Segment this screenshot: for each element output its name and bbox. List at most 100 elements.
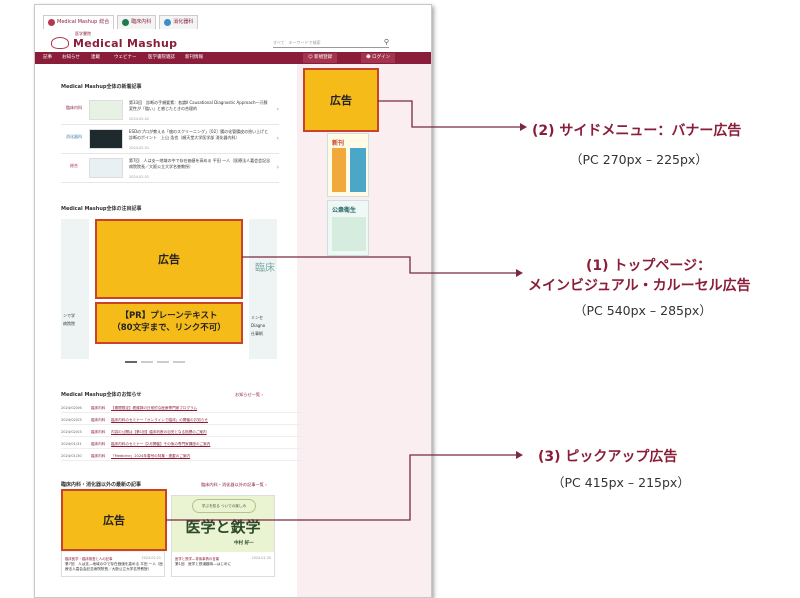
news-link[interactable]: 内容の公開は【第1回】臨床判断の目安となる指標のご案内 xyxy=(111,430,207,434)
site-logo[interactable]: Medical Mashup xyxy=(51,35,177,51)
tab-medical-mashup[interactable]: Medical Mashup 総合 xyxy=(43,15,115,29)
card-date: 2024.01.30 xyxy=(251,556,271,560)
clinical-tab-icon xyxy=(122,19,130,26)
article-category: 消化器科 xyxy=(66,134,82,139)
tab-gastro[interactable]: 消化器科 xyxy=(159,15,199,29)
carousel-indicators xyxy=(125,361,185,363)
article-card[interactable]: 学ぶを知る ついでの楽しみ 医学と鉄学 中村 好一 医学と鉄学―背後事情の言葉 … xyxy=(171,495,275,577)
sidebar-banner-ad: 広告 xyxy=(303,68,379,132)
list-item[interactable]: 消化器科 ESDのプロが教える「癌のスクリーニング」［02］腸の化管腸皮の拾い上… xyxy=(61,126,279,154)
user-add-icon: ☺ xyxy=(308,55,313,60)
arrowhead xyxy=(516,451,523,459)
search-input[interactable]: キーワードで検索 xyxy=(288,39,321,45)
news-more-link[interactable]: お知らせ一覧 › xyxy=(235,392,264,397)
news-more-label: お知らせ一覧 xyxy=(235,392,261,397)
search-bar[interactable]: すべて キーワードで検索 ⚲ xyxy=(273,38,389,48)
table-row[interactable]: 2024/01/31 臨床内科 臨床内科のセミナー【2月開催】その後の専門家講座… xyxy=(61,439,305,449)
publisher-name: 医学書院 xyxy=(75,31,91,36)
news-date: 2024/02/03 xyxy=(61,418,82,422)
search-scope-select[interactable]: すべて xyxy=(273,39,285,45)
slide-text: ミンセ xyxy=(251,315,263,320)
book-cover xyxy=(332,217,366,251)
connector-sidebar-ad xyxy=(378,100,520,128)
arrowhead xyxy=(516,269,523,277)
search-icon[interactable]: ⚲ xyxy=(383,38,389,46)
news-link[interactable]: 臨床内科のセミナー「オンラインで臨床」の開催のお知らせ xyxy=(111,418,208,422)
tab-clinical-internal[interactable]: 臨床内科 xyxy=(117,15,157,29)
login-label: ログイン xyxy=(372,55,391,60)
news-date: 2024/02/06 xyxy=(61,406,82,410)
chevron-right-icon: › xyxy=(276,135,279,142)
tab-label: 消化器科 xyxy=(173,19,194,25)
connector-carousel-ad xyxy=(242,256,516,274)
main-nav: 記事 お知らせ 連載 ウェビナー 医学書院雑誌 新刊情報 ☺ 新規登録 ☻ ログ… xyxy=(35,52,431,64)
mashup-tab-icon xyxy=(48,19,55,26)
annotation-carousel-size: （PC 540px – 285px） xyxy=(574,303,712,318)
news-category: 臨床内科 xyxy=(91,418,106,422)
annotation-pickup-size: （PC 415px – 215px） xyxy=(552,475,690,490)
register-label: 新規登録 xyxy=(314,55,333,60)
article-thumbnail xyxy=(89,158,123,178)
other-section-title: 臨床内科・消化器以外の最新の記事 xyxy=(61,482,142,488)
slide-text: 病院院 xyxy=(63,321,75,326)
book-title: 医学と鉄学 xyxy=(185,518,261,536)
article-thumbnail xyxy=(89,100,123,120)
list-item[interactable]: 臨床内科 第33回 診断の手順要素：各論Ⅱ Causational Diagno… xyxy=(61,97,279,125)
login-button[interactable]: ☻ ログイン xyxy=(361,53,396,63)
article-date: 2024.02.02 xyxy=(129,117,150,121)
card-category: 臨床医学・臨床検査と人の記事 xyxy=(65,557,113,561)
nav-item-new-books[interactable]: 新刊情報 xyxy=(185,55,203,60)
carousel-dot[interactable] xyxy=(173,361,185,363)
carousel-prev-slide[interactable]: ンで学 病院院 xyxy=(61,219,89,359)
sidebar-banner[interactable]: 新刊 xyxy=(327,133,369,197)
list-item[interactable]: 総合 第7回 人は支―地域の中で存在価値を高める 平田 一人（医療法人嘉会会記念… xyxy=(61,155,279,183)
table-row[interactable]: 2024/02/03 臨床内科 内容の公開は【第1回】臨床判断の目安となる指標の… xyxy=(61,427,305,437)
carousel-next-slide[interactable]: 臨床 ミンセ Diagno 仕事術 xyxy=(249,219,277,359)
ad-label: 広告 xyxy=(103,514,125,527)
annotation-carousel-title-1: (1) トップページ： xyxy=(586,258,712,274)
nav-item-webinar[interactable]: ウェビナー xyxy=(114,55,137,60)
nav-item-journals[interactable]: 医学書院雑誌 xyxy=(148,55,175,60)
register-button[interactable]: ☺ 新規登録 xyxy=(303,53,338,63)
book-spine xyxy=(332,148,346,192)
site-tabs: Medical Mashup 総合 臨床内科 消化器科 xyxy=(43,15,199,29)
slide-text: 臨床 xyxy=(255,263,275,274)
nav-item-series[interactable]: 連載 xyxy=(91,55,100,60)
card-image: 学ぶを知る ついでの楽しみ 医学と鉄学 中村 好一 xyxy=(172,496,274,552)
other-more-link[interactable]: 臨床内科・消化器以外の記事一覧 › xyxy=(201,482,267,487)
book-author: 中村 好一 xyxy=(234,541,254,546)
heart-logo-icon xyxy=(51,37,69,49)
carousel-ad: 広告 xyxy=(95,219,243,299)
sidebar-banner[interactable]: 公衆衛生 xyxy=(327,200,369,256)
gastro-tab-icon xyxy=(164,19,172,26)
carousel-dot[interactable] xyxy=(125,361,137,363)
nav-item-articles[interactable]: 記事 xyxy=(43,55,52,60)
slide-text: Diagno xyxy=(251,323,266,328)
chevron-right-icon: › xyxy=(276,164,279,171)
carousel-dot[interactable] xyxy=(157,361,169,363)
carousel-dot[interactable] xyxy=(141,361,153,363)
news-link[interactable]: 臨床内科のセミナー【2月開催】その後の専門家講座のご案内 xyxy=(111,442,211,446)
logo-text: Medical Mashup xyxy=(73,36,178,50)
annotation-sidebar-title: (2) サイドメニュー：バナー広告 xyxy=(532,123,742,139)
annotation-carousel-title-2: メインビジュアル・カルーセル広告 xyxy=(528,278,751,294)
pr-line-2: （80文字まで、リンク不可） xyxy=(112,323,226,333)
nav-item-news[interactable]: お知らせ xyxy=(62,55,80,60)
news-category: 臨床内科 xyxy=(91,430,106,434)
card-date: 2024.02.01 xyxy=(141,556,161,560)
news-date: 2024/01/31 xyxy=(61,442,82,446)
user-icon: ☻ xyxy=(366,55,371,60)
news-link[interactable]: 「Medicine」2024年春号の特集・連載のご案内 xyxy=(111,454,191,458)
table-row[interactable]: 2024/01/30 臨床内科 「Medicine」2024年春号の特集・連載の… xyxy=(61,451,305,461)
table-row[interactable]: 2024/02/06 臨床内科 【期間限定】看護師の日常的な医療専門家プログラム xyxy=(61,403,305,413)
table-row[interactable]: 2024/02/03 臨床内科 臨床内科のセミナー「オンラインで臨床」の開催のお… xyxy=(61,415,305,425)
chevron-right-icon: › xyxy=(276,106,279,113)
article-title: 第7回 人は支―地域の中で存在価値を高める 平田 一人（医療法人嘉会会記念病院院… xyxy=(129,158,271,169)
other-more-label: 臨床内科・消化器以外の記事一覧 xyxy=(201,482,264,487)
article-date: 2024.02.01 xyxy=(129,146,150,150)
news-link[interactable]: 【期間限定】看護師の日常的な医療専門家プログラム xyxy=(111,406,198,410)
card-title: 第7回 人は支―地域の中で存在価値を高める 平田 一人（医療法人嘉会会記念病院院… xyxy=(65,562,164,571)
card-title: 第1回 医学と鉄道趣味―はじめに xyxy=(175,562,232,566)
pr-line-1: 【PR】プレーンテキスト xyxy=(120,311,218,321)
slide-text: 仕事術 xyxy=(251,331,263,336)
